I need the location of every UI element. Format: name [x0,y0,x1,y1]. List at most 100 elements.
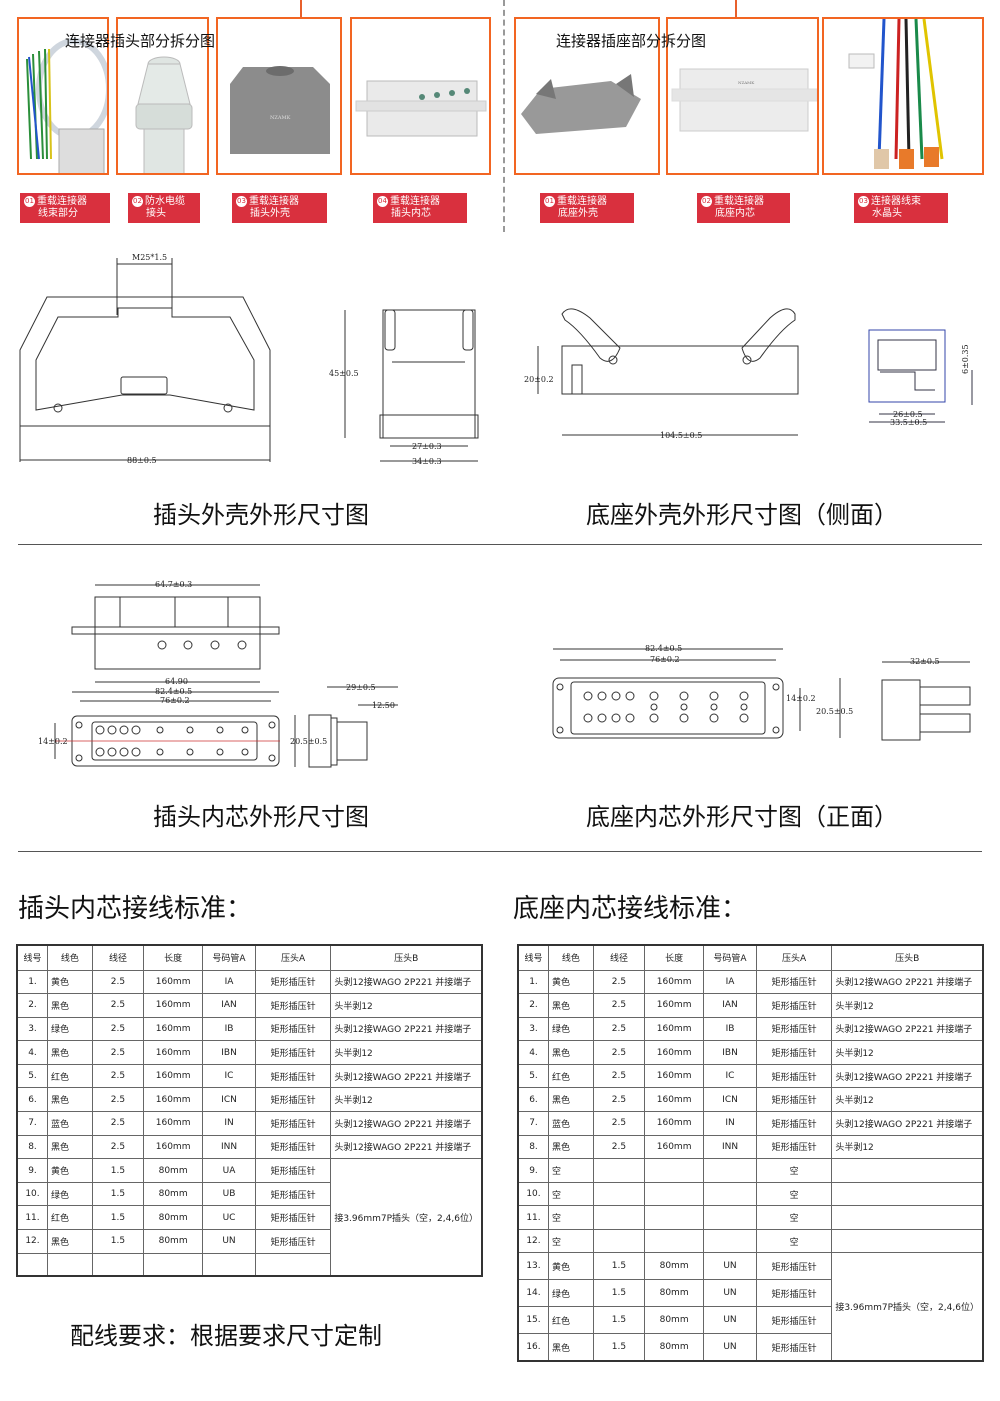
table-cell: 矩形插压针 [755,993,833,1018]
table-cell: IC [703,1063,757,1089]
table-cell: 红色 [547,1306,594,1335]
table-cell: IA [703,969,757,995]
table-cell: 2.5 [91,993,145,1018]
table-cell: 空 [755,1158,833,1183]
base-housing-image [521,74,641,134]
table-cell: 头半剥12 [330,1040,483,1065]
cable-gland-image [135,56,193,173]
pointer-line [300,0,302,17]
table-cell: 矩形插压针 [254,1016,332,1042]
table-cell: IBN [202,1040,256,1065]
table-cell: 8. [517,1134,549,1160]
table-cell: 黑色 [46,993,93,1018]
table-cell [644,1228,705,1254]
contact-hole [649,713,659,723]
column-header: 压头A [254,944,332,971]
dim-bcore-holes: 76±0.2 [650,655,680,664]
table-cell: 1. [517,969,549,995]
table-cell: 1.5 [91,1205,145,1231]
dim-core-depth: 29±0.5 [346,683,376,692]
table-cell: 9. [16,1158,48,1183]
table-cell: 矩形插压针 [254,1229,332,1254]
table-cell [703,1228,757,1254]
part-label-line2: 底座内芯 [715,208,755,219]
table-cell: IBN [703,1040,757,1065]
table-cell: UN [703,1306,757,1335]
part-number-badge: 02 [132,196,143,207]
table-row [16,1252,482,1277]
table-cell [16,1252,48,1277]
table-cell: 2.5 [592,1063,646,1089]
part-label-line2: 底座外壳 [558,208,598,219]
table-cell: 10. [16,1181,48,1207]
base-core-caption: 底座内芯外形尺寸图（正面） [586,803,898,831]
table-cell: 2.5 [91,1087,145,1113]
part-label-line1: 重载连接器 [557,196,607,207]
contact-hole [107,747,117,757]
socket-breakdown-title: 连接器插座部分拆分图 [556,32,707,50]
dim-inner: 27±0.3 [412,442,442,451]
contact-hole [597,691,607,701]
part-number-badge: 03 [236,196,247,207]
table-cell: 7. [16,1111,48,1136]
column-header: 线径 [592,944,646,971]
table-cell: 2. [517,993,549,1018]
contact-hole [679,691,689,701]
table-cell: 头剥12接WAGO 2P221 并接端子 [330,1111,483,1136]
contact-hole [119,747,129,757]
column-header: 号码管A [703,944,757,971]
contact-hole [649,691,659,701]
table-cell: 头半剥12 [330,1087,483,1113]
table-cell [644,1181,705,1207]
table-cell: 头剥12接WAGO 2P221 并接端子 [831,1063,984,1089]
dim-height: 45±0.5 [329,369,359,378]
base-core-holes [583,691,749,723]
table-cell: 2.5 [91,1111,145,1136]
photo-cable-gland [116,17,209,175]
contact-hole [186,748,194,756]
harness-terminal-image [848,19,944,169]
merged-crimp-b-cell: 接3.96mm7P插头（空，2,4,6位） [330,1158,483,1277]
table-cell: 矩形插压针 [254,1158,332,1183]
table-cell: UA [202,1158,256,1183]
table-cell: 14. [517,1279,549,1308]
contact-hole [710,703,718,711]
table-cell: UN [202,1229,256,1254]
contact-hole [625,691,635,701]
table-cell: 黄色 [547,1252,594,1281]
part-label-line2: 插头外壳 [250,208,290,219]
table-cell: 15. [517,1306,549,1335]
table-cell: ICN [703,1087,757,1113]
dim-base-height: 20±0.2 [524,375,554,384]
contact-hole [625,713,635,723]
contact-hole [583,713,593,723]
table-cell: 黑色 [547,1134,594,1160]
table-cell: 160mm [644,1016,705,1042]
dim-bcore-pitch: 14±0.2 [786,694,816,703]
table-cell: 矩形插压针 [755,1252,833,1281]
table-cell: 红色 [46,1205,93,1231]
part-label-line1: 重载连接器 [37,196,87,207]
dim-outer: 34±0.3 [412,457,442,466]
table-cell: ICN [202,1087,256,1113]
plug-shell-side-drawing [344,309,479,462]
table-cell: 160mm [644,1087,705,1113]
table-cell: 160mm [143,1087,204,1113]
table-cell: 黄色 [547,969,594,995]
table-cell: IB [703,1016,757,1042]
part-label-line2: 插头内芯 [391,208,431,219]
dim-core-top: 64.7±0.3 [155,580,192,589]
table-cell [254,1252,332,1277]
table-cell [831,1158,984,1183]
table-cell [592,1181,646,1207]
table-cell: 矩形插压针 [755,1040,833,1065]
plug-wiring-heading: 插头内芯接线标准： [18,894,253,924]
table-cell: 160mm [644,969,705,995]
contact-hole [739,713,749,723]
table-cell: 2.5 [91,1063,145,1089]
column-header: 号码管A [202,944,256,971]
part-number-badge: 04 [377,196,388,207]
